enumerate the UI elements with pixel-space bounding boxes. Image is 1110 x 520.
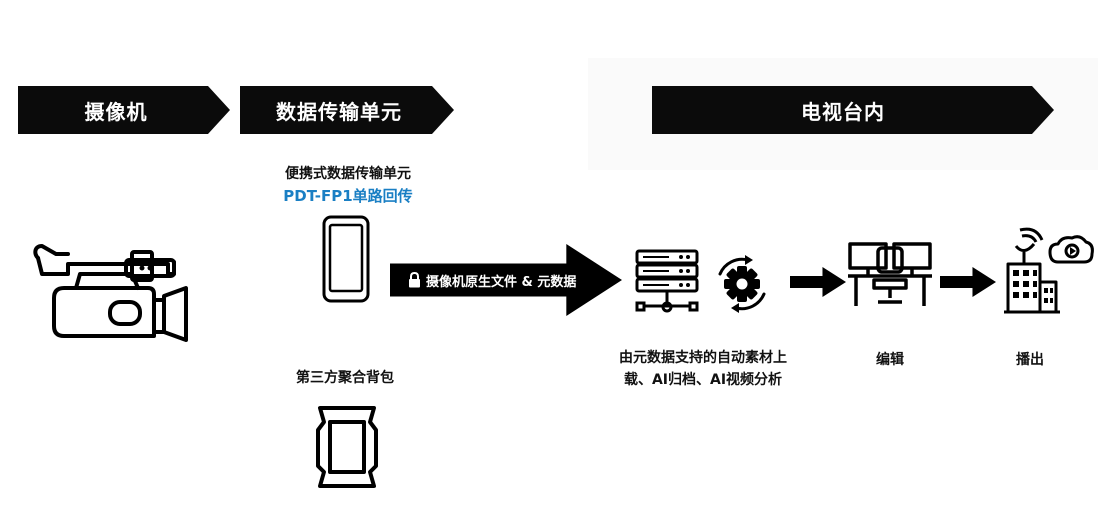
arrow-to-broadcast — [940, 267, 996, 297]
portable-unit-title: 便携式数据传输单元 — [285, 166, 411, 182]
banner-camera-label: 摄像机 — [84, 99, 148, 124]
server-caption-line1: 由元数据支持的自动素材上 — [619, 350, 787, 366]
broadcast-caption: 播出 — [1016, 352, 1044, 368]
banner-camera: 摄像机 — [18, 86, 230, 134]
banner-tv-station: 电视台内 — [652, 86, 1054, 134]
editing-desk-icon — [848, 242, 932, 306]
banner-tv-station-label: 电视台内 — [801, 99, 885, 124]
backpack-title: 第三方聚合背包 — [296, 370, 394, 386]
gear-cycle-icon — [718, 255, 766, 313]
banner-transmission-label: 数据传输单元 — [276, 99, 402, 124]
banner-transmission: 数据传输单元 — [240, 86, 454, 134]
arrow-to-edit — [790, 267, 846, 297]
transfer-arrow-label: 摄像机原生文件 & 元数据 — [426, 274, 577, 290]
transfer-arrow-text: 摄像机原生文件 & 元数据 — [408, 269, 576, 291]
backpack-icon — [316, 406, 378, 488]
server-icon — [635, 249, 699, 313]
portable-unit-model: PDT-FP1单路回传 — [283, 187, 413, 205]
server-caption-line2: 载、AI归档、AI视频分析 — [623, 372, 783, 388]
smartphone-icon — [322, 215, 370, 303]
edit-caption: 编辑 — [876, 352, 904, 368]
camcorder-icon — [33, 244, 188, 342]
broadcast-building-icon — [1004, 227, 1094, 314]
lock-icon — [409, 272, 420, 288]
